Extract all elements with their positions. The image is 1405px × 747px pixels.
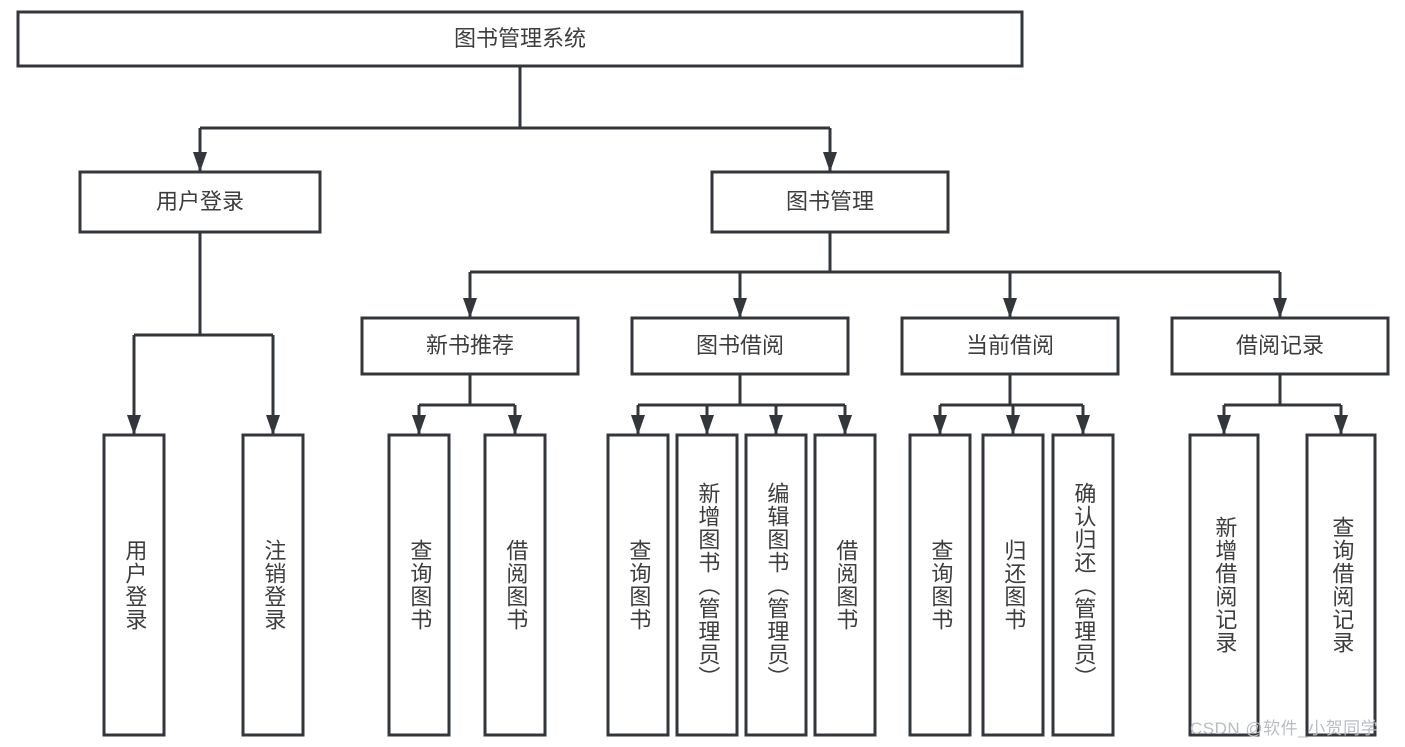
node-user-login-label: 用户登录 xyxy=(156,189,244,214)
node-leaf-confirm-return-box[interactable] xyxy=(1051,433,1115,737)
node-current-borrow-box[interactable] xyxy=(900,316,1120,376)
node-leaf-add-book-box[interactable] xyxy=(675,433,739,737)
node-leaf-return-book-box[interactable] xyxy=(981,433,1045,737)
node-leaf-add-record-box[interactable] xyxy=(1188,433,1260,737)
node-leaf-user-login-box[interactable] xyxy=(102,433,166,737)
node-book-borrow-box[interactable] xyxy=(630,316,850,376)
node-boxes xyxy=(16,10,1390,737)
node-leaf-query-book-2-box[interactable] xyxy=(606,433,670,737)
node-new-book-rec-box[interactable] xyxy=(360,316,580,376)
node-leaf-edit-book-box[interactable] xyxy=(744,433,808,737)
node-root-label: 图书管理系统 xyxy=(454,26,586,51)
node-leaf-query-book-3-box[interactable] xyxy=(908,433,972,737)
node-new-book-rec-label: 新书推荐 xyxy=(426,333,514,358)
node-book-borrow-label: 图书借阅 xyxy=(696,333,784,358)
connector-lines xyxy=(127,66,1348,435)
node-current-borrow-label: 当前借阅 xyxy=(966,333,1054,358)
node-book-manage-label: 图书管理 xyxy=(786,189,874,214)
node-leaf-borrow-book-1-box[interactable] xyxy=(483,433,547,737)
node-leaf-borrow-book-2-box[interactable] xyxy=(813,433,877,737)
node-root-box[interactable] xyxy=(16,10,1024,68)
node-user-login-box[interactable] xyxy=(78,170,322,234)
node-book-manage-box[interactable] xyxy=(710,170,950,234)
node-borrow-record-label: 借阅记录 xyxy=(1236,333,1324,358)
node-leaf-user-logout-box[interactable] xyxy=(241,433,305,737)
node-leaf-query-record-box[interactable] xyxy=(1305,433,1377,737)
node-leaf-query-book-1-box[interactable] xyxy=(387,433,451,737)
csdn-watermark: CSDN @软件_小贺同学 xyxy=(1190,719,1379,738)
node-borrow-record-box[interactable] xyxy=(1170,316,1390,376)
